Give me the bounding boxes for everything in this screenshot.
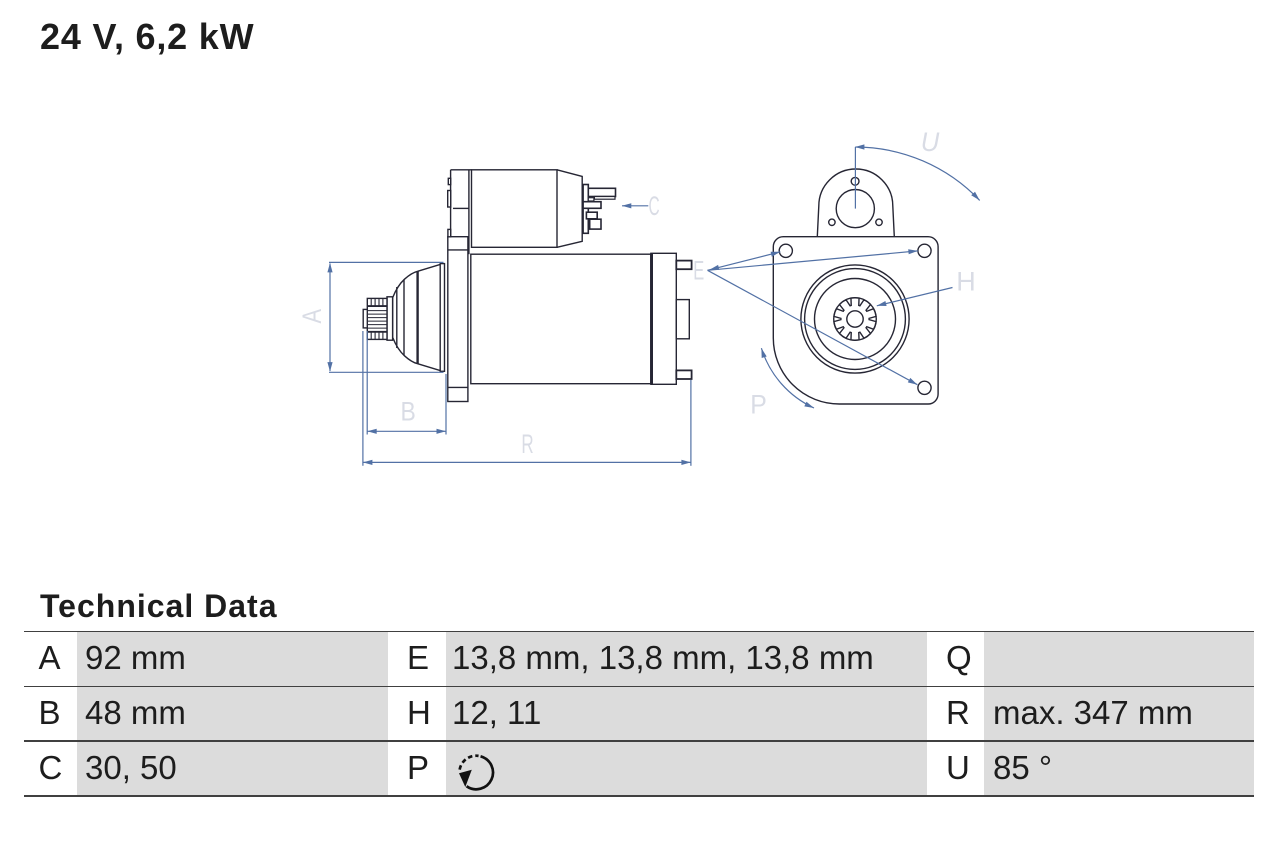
- svg-text:R: R: [521, 429, 533, 459]
- svg-text:H: H: [956, 267, 976, 297]
- svg-text:A: A: [298, 308, 328, 323]
- svg-text:C: C: [649, 191, 660, 222]
- svg-text:E: E: [693, 255, 704, 285]
- svg-text:U: U: [921, 127, 940, 158]
- svg-text:B: B: [400, 397, 415, 427]
- svg-text:P: P: [750, 391, 767, 420]
